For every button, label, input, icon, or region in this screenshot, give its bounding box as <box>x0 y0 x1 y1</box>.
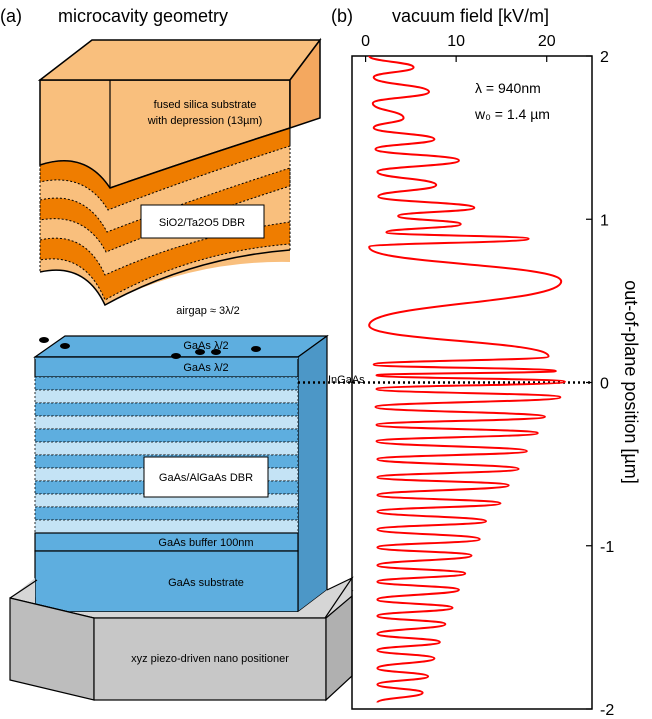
y-tick-label: 1 <box>600 212 609 229</box>
x-ticks: 0 10 20 <box>361 33 556 62</box>
gaas-top-face <box>33 335 329 358</box>
dbr-layer <box>34 376 299 391</box>
gaas-lambda-layer-1 <box>34 356 299 378</box>
bottom-dbr-label-box <box>143 456 269 498</box>
gaas-buffer-label: GaAs buffer 100nm <box>158 537 253 549</box>
y-ticks: 2 1 0 -1 -2 <box>586 49 614 719</box>
x-tick-label: 20 <box>538 33 556 50</box>
quantum-dot <box>251 346 261 352</box>
y-axis-label: out-of-plane position [µm] <box>621 280 641 483</box>
annotation-wavelength: λ = 940nm <box>475 80 541 96</box>
quantum-dot <box>211 349 221 355</box>
dbr-layer <box>34 441 299 456</box>
dbr-layer <box>34 506 299 521</box>
substrate-label-line1: fused silica substrate <box>154 99 257 111</box>
dbr-layer <box>34 389 299 404</box>
ingaas-label: InGaAs <box>328 374 365 386</box>
dbr-layer <box>34 519 299 534</box>
panel-a-label: (a) <box>0 6 22 26</box>
top-mirror: fused silica substrate with depression (… <box>37 37 322 307</box>
quantum-dot <box>60 343 70 349</box>
gaas-substrate-label: GaAs substrate <box>168 577 244 589</box>
silica-substrate-top <box>37 39 322 81</box>
y-tick-label: -2 <box>600 702 614 719</box>
quantum-dot <box>171 353 181 359</box>
dbr-layer <box>34 415 299 430</box>
positioner-front-main <box>93 617 327 701</box>
annotation-waist: w₀ = 1.4 µm <box>474 106 550 122</box>
gaas-lambda-layer-2 <box>35 357 298 359</box>
top-dbr-label: SiO2/Ta2O5 DBR <box>159 217 245 229</box>
dbr-layer <box>34 402 299 417</box>
gaas-top-label-1: GaAs λ/2 <box>183 340 228 352</box>
bottom-stack: GaAs λ/2 GaAs λ/2 GaAs/AlGaAs DBR GaAs b… <box>33 334 329 614</box>
quantum-dot <box>39 337 49 343</box>
y-tick-label: 2 <box>600 49 609 66</box>
positioner-label: xyz piezo-driven nano positioner <box>131 653 289 665</box>
silica-substrate-side <box>289 37 321 130</box>
top-dbr-label-box <box>140 204 265 239</box>
bottom-dbr-label: GaAs/AlGaAs DBR <box>159 472 253 484</box>
x-tick-label: 10 <box>447 33 465 50</box>
panel-b-label: (b) <box>331 6 353 26</box>
panel-a-title: microcavity geometry <box>58 6 228 26</box>
vacuum-field-line <box>368 55 566 704</box>
x-tick-label: 0 <box>361 33 370 50</box>
gaas-substrate <box>34 550 299 613</box>
substrate-label-line2: with depression (13µm) <box>147 115 263 127</box>
chart-title: vacuum field [kV/m] <box>392 6 549 26</box>
y-tick-label: -1 <box>600 539 614 556</box>
gaas-top-label-2: GaAs λ/2 <box>183 362 228 374</box>
gaas-side-face <box>297 334 328 614</box>
dbr-bottom-curve <box>39 249 291 307</box>
quantum-dot <box>195 349 205 355</box>
bottom-dbr <box>34 376 299 534</box>
dbr-top-curve <box>39 127 291 189</box>
y-tick-label: 0 <box>600 376 609 393</box>
nano-positioner: xyz piezo-driven nano positioner <box>9 576 354 702</box>
airgap-label: airgap ≈ 3λ/2 <box>176 305 240 317</box>
dbr-layer <box>34 428 299 443</box>
positioner-top <box>10 578 352 618</box>
